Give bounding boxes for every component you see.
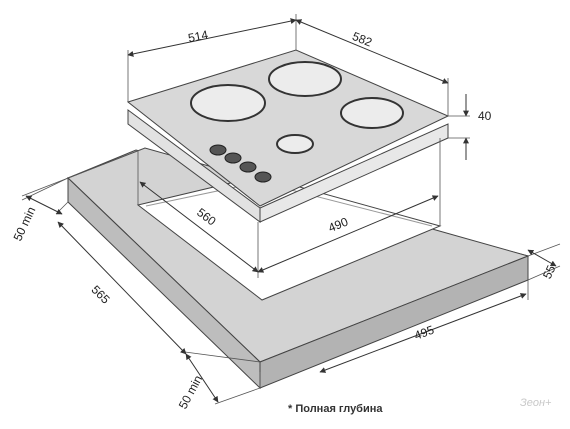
burner-back <box>268 61 342 97</box>
knob-2 <box>224 152 242 164</box>
dim-line-top-width <box>127 18 297 57</box>
dim-line-counter-depth <box>57 221 187 355</box>
dim-line-margin-bottom <box>185 353 219 403</box>
knob-3 <box>239 161 257 173</box>
label-margin-top: 50 min <box>11 205 39 244</box>
label-top-width: 514 <box>187 28 210 46</box>
knob-4 <box>254 171 272 183</box>
burner-small <box>276 134 314 154</box>
dim-line-top-depth <box>295 19 449 84</box>
dim-line-cutout-width <box>257 195 439 273</box>
label-top-depth: 582 <box>350 29 374 50</box>
label-counter-depth: 565 <box>89 283 113 307</box>
label-margin-bottom: 50 min <box>176 373 205 411</box>
knob-1 <box>209 144 227 156</box>
burner-right <box>340 97 404 129</box>
label-margin-right: 55 <box>540 263 558 281</box>
dimension-lines <box>25 18 557 403</box>
burner-left <box>190 84 266 122</box>
dim-line-cutout-depth <box>139 181 259 273</box>
dim-line-margin-top <box>25 195 63 215</box>
label-counter-width: 495 <box>412 323 436 343</box>
watermark: Зеон+ <box>520 397 552 409</box>
dim-line-counter-width <box>319 293 527 373</box>
dim-line-margin-right <box>527 249 557 267</box>
label-height: 40 <box>478 109 492 123</box>
full-depth-note: * Полная глубина <box>288 403 383 415</box>
